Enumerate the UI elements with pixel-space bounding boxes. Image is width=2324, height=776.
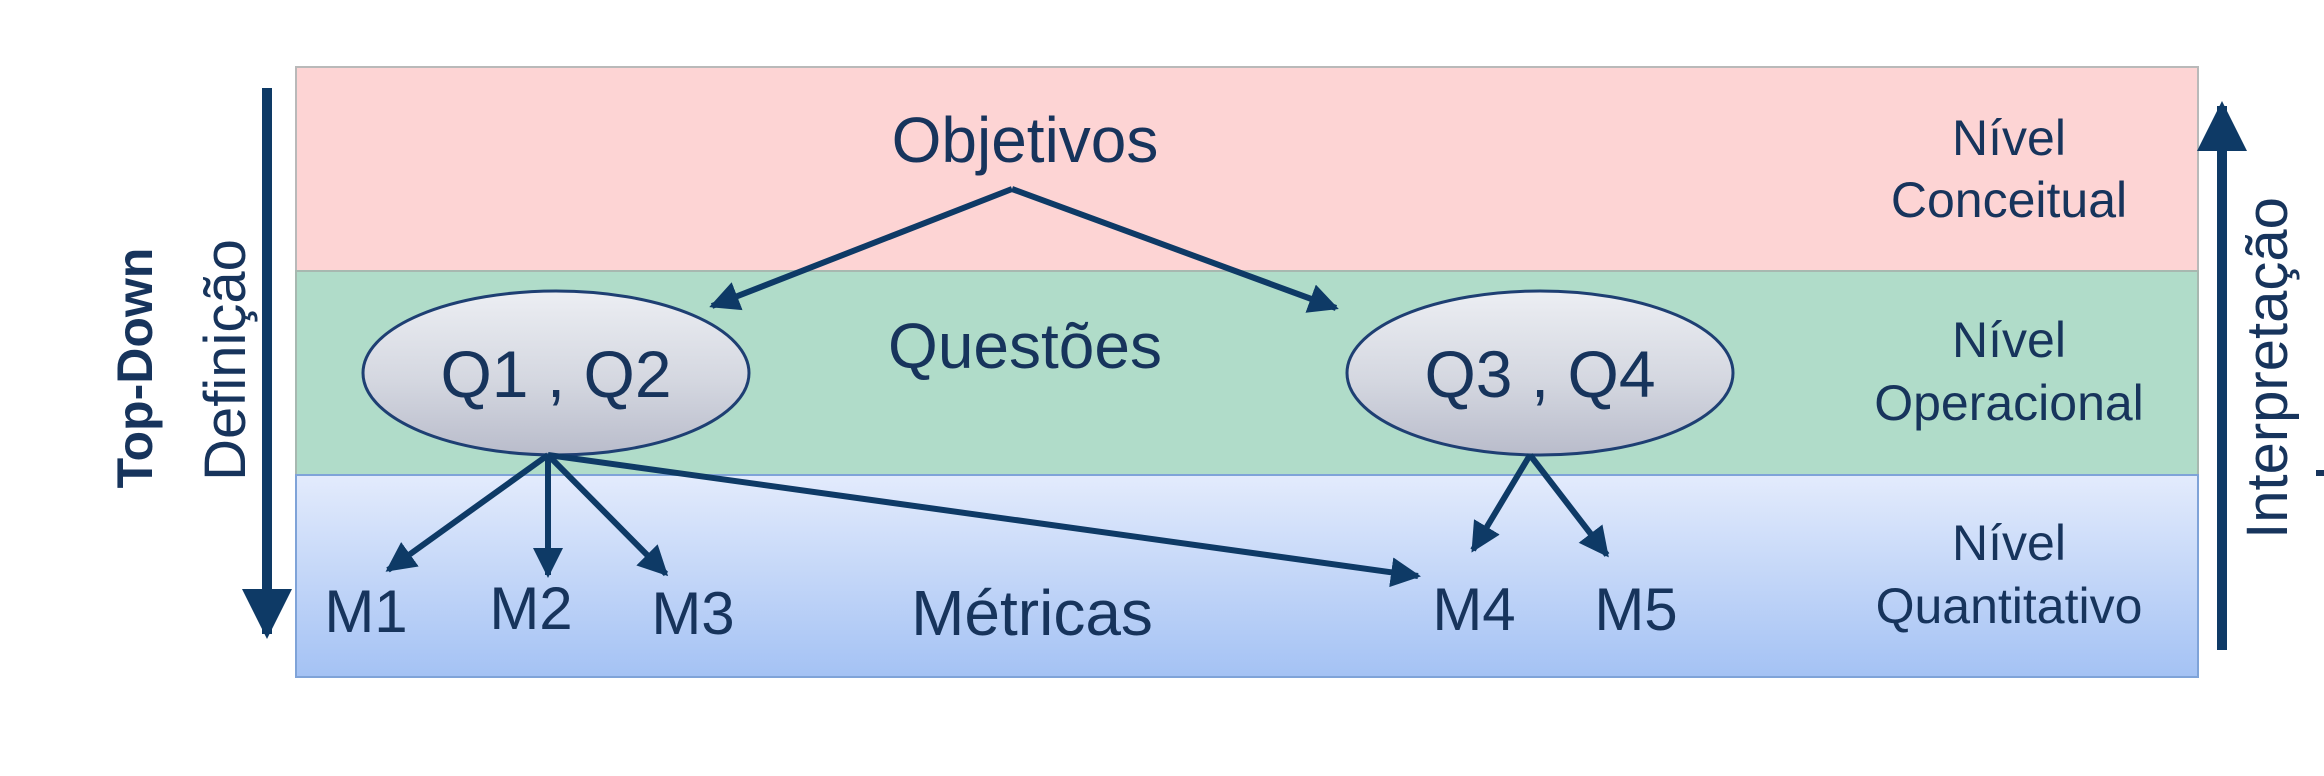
conceptual-band bbox=[295, 66, 2199, 272]
quantitative-level-line2: Quantitativo bbox=[1876, 578, 2143, 634]
arrow-q34-to-m5 bbox=[1527, 453, 1610, 558]
top-down-label: Top-Down bbox=[107, 248, 163, 489]
arrow-objectives-to-q34 bbox=[1010, 186, 1339, 313]
quantitative-band bbox=[295, 474, 2199, 678]
arrow-q34-to-m4 bbox=[1470, 453, 1533, 553]
question-group-2-ellipse bbox=[1345, 289, 1735, 457]
arrow-objectives-to-q12 bbox=[709, 186, 1014, 311]
arrow-q12-to-m1 bbox=[385, 452, 550, 573]
metric-m5: M5 bbox=[1594, 576, 1677, 643]
operational-level-line2: Operacional bbox=[1874, 375, 2144, 431]
metric-m3: M3 bbox=[651, 580, 734, 647]
question-group-2: Q3 , Q4 bbox=[1424, 337, 1655, 411]
arrow-q12-to-m4 bbox=[547, 452, 1421, 588]
arrow-q12-to-m3 bbox=[545, 452, 669, 577]
interpretation-label: Interpretação bbox=[2235, 197, 2300, 539]
metrics-label: Métricas bbox=[911, 577, 1153, 649]
quantitative-level-line1: Nível bbox=[1952, 515, 2066, 571]
metric-m2: M2 bbox=[489, 575, 572, 642]
questions-label: Questões bbox=[888, 310, 1162, 382]
question-group-1: Q1 , Q2 bbox=[440, 337, 671, 411]
edge-mark bbox=[2316, 470, 2324, 476]
conceptual-level-line2: Conceitual bbox=[1891, 172, 2127, 228]
objectives-label: Objetivos bbox=[892, 104, 1159, 176]
metric-m4: M4 bbox=[1432, 576, 1515, 643]
definition-label: Definição bbox=[193, 239, 258, 481]
metric-m1: M1 bbox=[324, 578, 407, 645]
operational-level-line1: Nível bbox=[1952, 312, 2066, 368]
arrows bbox=[242, 88, 2247, 650]
conceptual-level-line1: Nível bbox=[1952, 110, 2066, 166]
